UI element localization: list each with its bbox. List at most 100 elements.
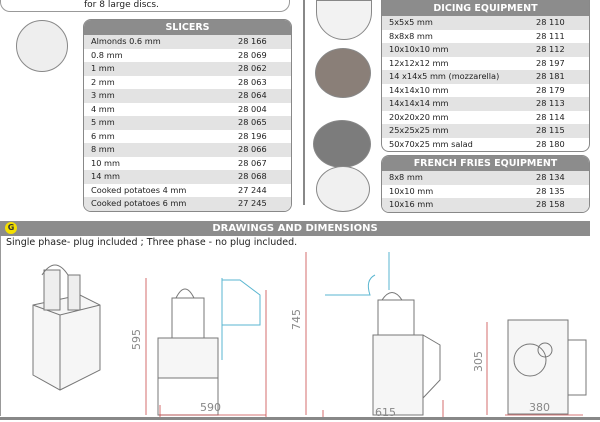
item-code: 28 113 xyxy=(536,98,565,108)
divider xyxy=(303,0,305,205)
item-label: 10 mm xyxy=(91,157,120,168)
item-code: 28 197 xyxy=(536,57,565,68)
table-row: 14 x14x5 mm (mozzarella) 28 181 xyxy=(382,70,589,84)
table-row: 14x14x14 mm 28 113 xyxy=(382,97,589,111)
item-label: 6 mm xyxy=(91,130,115,141)
isometric-drawing xyxy=(32,264,101,391)
item-code: 28 111 xyxy=(536,30,565,41)
section-header: G DRAWINGS AND DIMENSIONS xyxy=(0,221,590,236)
table-row: 25x25x25 mm 28 115 xyxy=(382,124,589,138)
item-label: 10x10 mm xyxy=(389,185,434,196)
bottom-rule xyxy=(0,417,600,420)
item-code: 28 196 xyxy=(238,130,267,141)
item-label: 10x16 mm xyxy=(389,199,434,209)
item-label: 5x5x5 mm xyxy=(389,17,433,27)
dim-590: 590 xyxy=(200,401,221,414)
table-row: 10 mm 28 067 xyxy=(84,157,291,171)
item-label: Cooked potatoes 6 mm xyxy=(91,198,187,208)
item-label: 50x70x25 mm salad xyxy=(389,138,473,149)
item-label: 10x10x10 mm xyxy=(389,44,449,54)
table-row: 5 mm 28 065 xyxy=(84,116,291,130)
dim-595: 595 xyxy=(130,329,143,350)
item-label: 14 x14x5 mm (mozzarella) xyxy=(389,71,500,81)
dim-305: 305 xyxy=(472,351,485,372)
table-row: 10x10x10 mm 28 112 xyxy=(382,43,589,57)
item-code: 28 134 xyxy=(536,172,565,182)
item-label: 14 mm xyxy=(91,171,120,181)
table-row: 5x5x5 mm 28 110 xyxy=(382,16,589,30)
item-label: 20x20x20 mm xyxy=(389,111,449,122)
slicers-table: SLICERS Almonds 0.6 mm 28 166 0.8 mm 28 069… xyxy=(83,19,292,212)
dicing-title: DICING EQUIPMENT xyxy=(382,0,589,16)
item-code: 27 245 xyxy=(238,198,267,208)
item-code: 28 068 xyxy=(238,171,267,181)
item-code: 28 166 xyxy=(238,36,267,46)
fries-table: FRENCH FRIES EQUIPMENT 8x8 mm 28 134 10x10… xyxy=(381,155,590,213)
item-label: 8x8x8 mm xyxy=(389,30,433,41)
item-code: 28 004 xyxy=(238,103,267,114)
slicer-disc-image xyxy=(16,20,68,72)
fries-disc-image xyxy=(316,166,370,212)
side-view-drawing xyxy=(157,278,261,416)
item-label: 14x14x14 mm xyxy=(389,98,449,108)
item-label: 0.8 mm xyxy=(91,49,123,60)
dimension-lines xyxy=(145,252,583,420)
dim-615: 615 xyxy=(375,406,396,419)
item-label: 4 mm xyxy=(91,103,115,114)
item-label: 8x8 mm xyxy=(389,172,423,182)
item-code: 28 115 xyxy=(536,125,565,135)
dim-380: 380 xyxy=(529,401,550,414)
dim-745: 745 xyxy=(290,309,303,330)
table-row: 12x12x12 mm 28 197 xyxy=(382,57,589,71)
table-row: 6 mm 28 196 xyxy=(84,130,291,144)
item-label: 3 mm xyxy=(91,90,115,100)
note-text: for 8 large discs. xyxy=(84,0,159,10)
item-code: 28 110 xyxy=(536,17,565,27)
item-code: 28 158 xyxy=(536,199,565,209)
item-label: 12x12x12 mm xyxy=(389,57,449,68)
front-view-drawing xyxy=(325,252,441,416)
item-code: 28 064 xyxy=(238,90,267,100)
table-row: Cooked potatoes 6 mm 27 245 xyxy=(84,197,291,211)
table-row: 8x8x8 mm 28 111 xyxy=(382,30,589,44)
item-label: 8 mm xyxy=(91,144,115,154)
item-code: 28 112 xyxy=(536,44,565,54)
item-code: 28 179 xyxy=(536,84,565,95)
item-code: 28 062 xyxy=(238,63,267,73)
item-code: 28 066 xyxy=(238,144,267,154)
item-code: 28 065 xyxy=(238,117,267,127)
dicing-table: DICING EQUIPMENT 5x5x5 mm 28 110 8x8x8 mm 2… xyxy=(381,0,590,152)
table-row: 8x8 mm 28 134 xyxy=(382,171,589,185)
item-code: 28 063 xyxy=(238,76,267,87)
item-code: 28 135 xyxy=(536,185,565,196)
item-label: 1 mm xyxy=(91,63,115,73)
table-row: 10x16 mm 28 158 xyxy=(382,198,589,212)
item-code: 28 114 xyxy=(536,111,565,122)
item-label: Almonds 0.6 mm xyxy=(91,36,161,46)
table-row: 3 mm 28 064 xyxy=(84,89,291,103)
item-label: 14x14x10 mm xyxy=(389,84,449,95)
item-code: 28 181 xyxy=(536,71,565,81)
item-label: Cooked potatoes 4 mm xyxy=(91,184,187,195)
table-row: 8 mm 28 066 xyxy=(84,143,291,157)
dicing-grid-image xyxy=(315,48,371,98)
section-description: Single phase- plug included ; Three phas… xyxy=(6,237,298,248)
table-row: 14 mm 28 068 xyxy=(84,170,291,184)
table-row: 4 mm 28 004 xyxy=(84,103,291,117)
table-row: 20x20x20 mm 28 114 xyxy=(382,111,589,125)
item-label: 25x25x25 mm xyxy=(389,125,449,135)
item-code: 28 069 xyxy=(238,49,267,60)
fries-title: FRENCH FRIES EQUIPMENT xyxy=(382,156,589,171)
item-code: 27 244 xyxy=(238,184,267,195)
table-row: 10x10 mm 28 135 xyxy=(382,185,589,199)
section-title: DRAWINGS AND DIMENSIONS xyxy=(212,223,378,234)
table-row: Cooked potatoes 4 mm 27 244 xyxy=(84,184,291,198)
item-label: 5 mm xyxy=(91,117,115,127)
dicing-disc-image xyxy=(316,0,372,40)
fries-grid-image xyxy=(313,120,371,168)
slicers-title: SLICERS xyxy=(84,20,291,35)
table-row: 14x14x10 mm 28 179 xyxy=(382,84,589,98)
item-code: 28 067 xyxy=(238,157,267,168)
